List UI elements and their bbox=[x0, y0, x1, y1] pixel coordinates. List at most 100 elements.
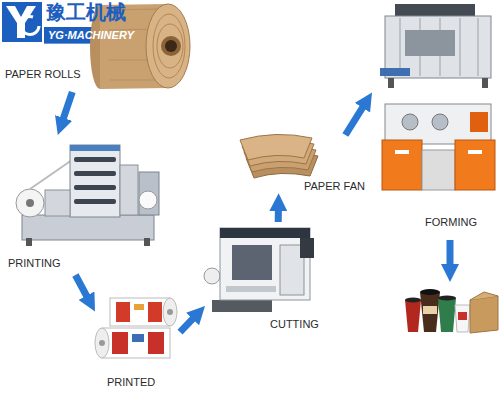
printing-machine-part bbox=[22, 215, 154, 240]
cup-forming-machine-part bbox=[385, 104, 491, 144]
printed-rolls-part bbox=[112, 332, 128, 354]
paper-roll-part bbox=[165, 40, 177, 52]
cutting-machine-part bbox=[300, 238, 314, 258]
process-stage: PRINTED bbox=[95, 292, 180, 395]
flow-arrow bbox=[75, 275, 88, 299]
printing-machine-part bbox=[74, 157, 116, 162]
stage-label: FORMING bbox=[425, 216, 477, 229]
printing-machine-part bbox=[144, 238, 150, 246]
printing-machine-part bbox=[74, 185, 116, 190]
printed-rolls-part bbox=[148, 302, 162, 322]
paper-cups-part bbox=[458, 312, 467, 320]
printed-rolls-part bbox=[95, 328, 109, 358]
printing-machine bbox=[16, 145, 159, 246]
logo-mark-part bbox=[21, 16, 39, 34]
cutting-machine-part bbox=[220, 228, 310, 238]
printing-machine-part bbox=[30, 160, 72, 189]
paper-cups-part bbox=[405, 300, 421, 332]
paper-roll-part bbox=[146, 4, 190, 88]
cutting-machine-part bbox=[212, 300, 272, 312]
brand-tagline: YG·MACHINERY bbox=[48, 29, 134, 42]
printing-machine-part bbox=[45, 190, 70, 216]
cup-forming-machine-part bbox=[402, 114, 418, 130]
carton-forming-machine-part bbox=[482, 78, 488, 88]
flow-arrow bbox=[345, 104, 364, 135]
process-stage: CUTTING bbox=[205, 222, 325, 334]
paper-cups-part bbox=[420, 292, 440, 332]
process-stage: PRINTING bbox=[5, 135, 165, 275]
cup-forming-machine-part bbox=[470, 112, 488, 132]
cutting-machine-part bbox=[232, 245, 272, 280]
flow-arrow bbox=[275, 207, 282, 222]
paper-roll-part bbox=[157, 24, 183, 68]
paper-cups-part bbox=[470, 292, 498, 300]
paper-cups bbox=[405, 289, 498, 333]
paper-fan-stack-part bbox=[240, 134, 312, 160]
cup-forming-machine-part bbox=[382, 140, 422, 190]
printed-rolls-part bbox=[132, 334, 144, 342]
printed-rolls-part bbox=[116, 302, 130, 322]
paper-cups-part bbox=[455, 305, 470, 332]
printing-machine-part bbox=[70, 145, 120, 217]
printed-rolls-part bbox=[110, 298, 170, 326]
carton-forming-machine-part bbox=[405, 30, 455, 56]
flow-arrow bbox=[180, 316, 195, 332]
cup-forming-machine-part bbox=[395, 150, 409, 154]
process-arrow bbox=[450, 240, 451, 268]
cutting-machine-part bbox=[226, 286, 276, 292]
printed-rolls-part bbox=[99, 340, 105, 346]
logo-mark-part bbox=[2, 2, 42, 42]
paper-roll-part bbox=[153, 14, 185, 78]
carton-forming-machine bbox=[380, 4, 491, 88]
paper-cups-part bbox=[438, 296, 456, 301]
cup-forming-machine-part bbox=[455, 140, 495, 190]
label-box: 豫工机械 bbox=[46, 1, 126, 24]
printing-machine-part bbox=[70, 145, 120, 151]
printed-rolls-part bbox=[163, 298, 177, 326]
paper-roll-part bbox=[161, 36, 181, 56]
printing-machine-part bbox=[16, 189, 44, 217]
cup-forming-machine bbox=[382, 104, 495, 190]
cup-forming-machine-part bbox=[432, 114, 448, 130]
printed-rolls-part bbox=[134, 304, 144, 310]
paper-cups-part bbox=[423, 306, 437, 314]
paper-cups-part bbox=[405, 298, 421, 303]
paper-cups-part bbox=[420, 289, 440, 295]
paper-fan-stack bbox=[240, 134, 318, 178]
carton-forming-machine-part bbox=[380, 68, 410, 76]
printing-machine-part bbox=[74, 171, 116, 176]
carton-forming-machine-part bbox=[400, 18, 478, 76]
paper-cups-part bbox=[470, 296, 498, 333]
printing-machine-part bbox=[120, 165, 138, 215]
stage-label: CUTTING bbox=[270, 318, 319, 331]
printing-machine-part bbox=[26, 199, 34, 207]
label-box: YG·MACHINERY bbox=[48, 29, 134, 42]
cup-forming-machine-part bbox=[468, 150, 482, 154]
stage-label: PRINTING bbox=[8, 257, 61, 270]
process-stage: PAPER ROLLS bbox=[2, 50, 192, 92]
stage-label: PRINTED bbox=[107, 376, 155, 389]
paper-cups-part bbox=[438, 298, 456, 332]
process-arrow-part bbox=[447, 240, 454, 268]
flow-arrow bbox=[62, 92, 72, 122]
stage-label: PAPER ROLLS bbox=[5, 68, 81, 81]
printed-rolls bbox=[95, 298, 177, 358]
stage-label: PAPER FAN bbox=[304, 180, 365, 193]
printed-rolls-part bbox=[148, 332, 164, 354]
cutting-machine-part bbox=[220, 228, 310, 300]
printing-machine-part bbox=[139, 172, 159, 215]
printing-machine-part bbox=[26, 238, 32, 246]
carton-forming-machine-part bbox=[388, 78, 394, 88]
printing-machine-part bbox=[74, 199, 116, 204]
cup-forming-machine-part bbox=[422, 150, 455, 190]
cutting-machine-part bbox=[204, 268, 220, 284]
cutting-machine bbox=[204, 228, 314, 312]
printing-machine-part bbox=[139, 191, 157, 209]
process-stage: PAPER FAN bbox=[238, 135, 369, 195]
printed-rolls-part bbox=[102, 328, 170, 358]
process-stage: FORMING bbox=[372, 2, 498, 234]
